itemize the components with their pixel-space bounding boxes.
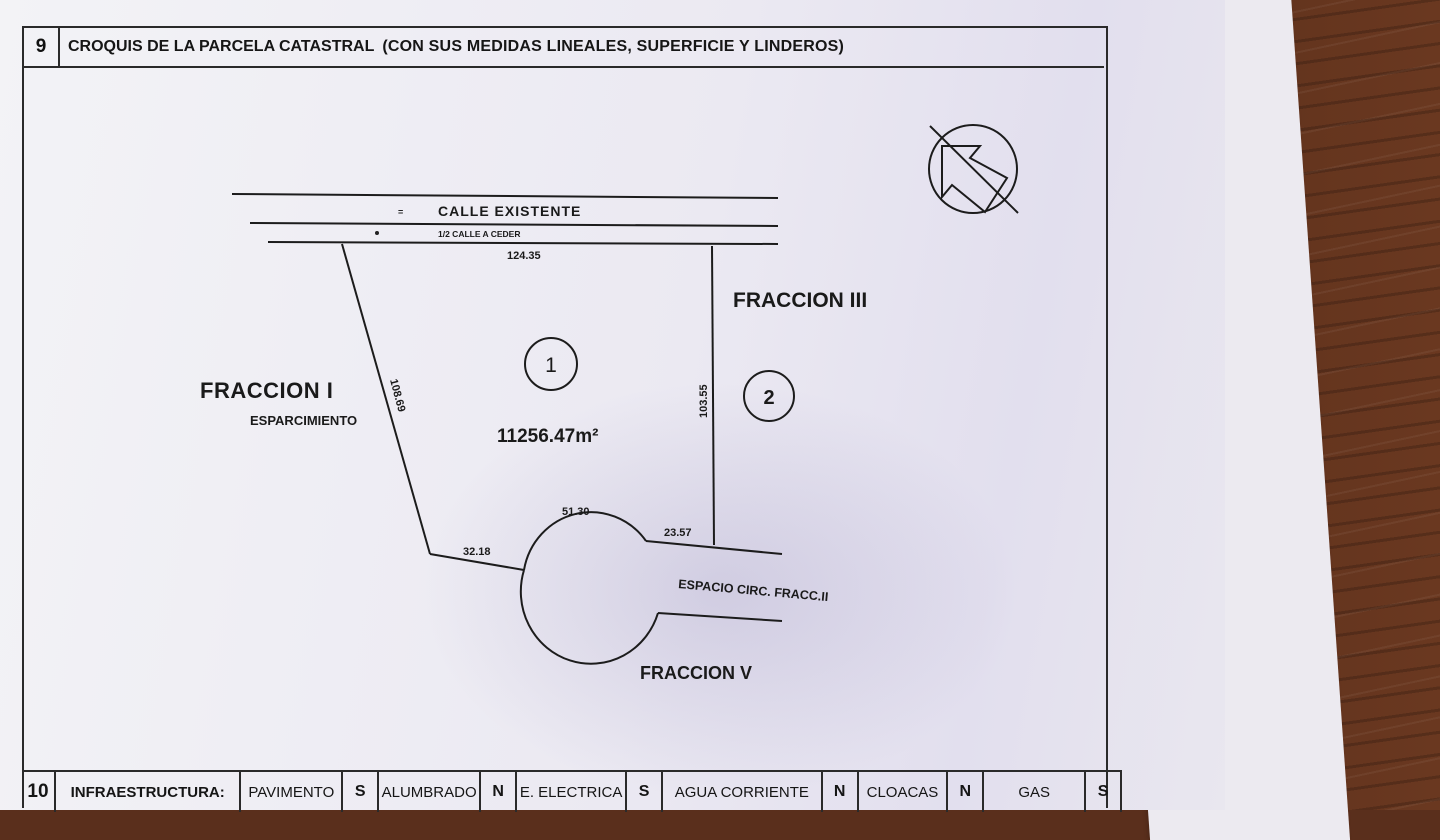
cul-de-sac-arc-lower: [519, 569, 659, 665]
esparcimiento-label: ESPARCIMIENTO: [250, 413, 357, 428]
alumbrado-label: ALUMBRADO: [379, 772, 482, 812]
left-bottom-length-label: 32.18: [463, 546, 491, 558]
section-frame: [22, 26, 1108, 808]
section-title: CROQUIS DE LA PARCELA CATASTRAL: [68, 38, 375, 55]
section-10-number: 10: [22, 772, 56, 812]
parcel-left-edge: [341, 243, 431, 555]
right-bottom-length-label: 23.57: [664, 527, 692, 539]
lot-2-label: 2: [763, 387, 774, 409]
lot-1-label: 1: [545, 354, 557, 377]
parcel-bottom-right-edge: [645, 540, 783, 555]
e-electrica-value: S: [627, 772, 664, 812]
gas-value: S: [1086, 772, 1122, 812]
right-length-label: 103.55: [698, 384, 710, 418]
arc-length-label: 51.30: [562, 506, 590, 518]
street-label: CALLE EXISTENTE: [438, 203, 581, 219]
section-9-header: 9 CROQUIS DE LA PARCELA CATASTRAL (CON S…: [24, 28, 1104, 68]
infraestructura-label: INFRAESTRUCTURA:: [56, 772, 242, 812]
agua-corriente-label: AGUA CORRIENTE: [663, 772, 823, 812]
section-10-infraestructura: 10 INFRAESTRUCTURA: PAVIMENTO S ALUMBRAD…: [22, 770, 1122, 812]
section-number: 9: [24, 28, 60, 66]
street-line-top: [231, 193, 779, 199]
street-line-bottom: [267, 241, 779, 245]
fraccion-iii-label: FRACCION III: [733, 289, 867, 312]
espacio-circ-label: ESPACIO CIRC. FRACC.II: [678, 577, 829, 604]
cloacas-value: N: [948, 772, 985, 812]
document-sheet: 9 CROQUIS DE LA PARCELA CATASTRAL (CON S…: [0, 0, 1225, 812]
agua-corriente-value: N: [823, 772, 859, 812]
cloacas-label: CLOACAS: [859, 772, 949, 812]
section-subtitle: (CON SUS MEDIDAS LINEALES, SUPERFICIE Y …: [382, 38, 845, 55]
fraccion-v-label: FRACCION V: [640, 663, 752, 683]
half-street-dot: [375, 231, 379, 235]
pavimento-value: S: [343, 772, 380, 812]
e-electrica-label: E. ELECTRICA: [517, 772, 628, 812]
fraccion-i-label: FRACCION I: [200, 378, 333, 403]
top-length-label: 124.35: [507, 250, 541, 262]
parcel-bottom-left-edge: [429, 553, 525, 571]
street-mark: =: [398, 207, 403, 217]
area-label: 11256.47m²: [497, 426, 598, 447]
cul-de-sac-arc-upper: [523, 511, 647, 571]
half-street-label: 1/2 CALLE A CEDER: [438, 229, 521, 239]
alumbrado-value: N: [481, 772, 518, 812]
left-length-label: 108.69: [387, 378, 407, 414]
street-line-mid: [249, 222, 779, 227]
cul-de-sac-lower-edge: [657, 612, 783, 622]
gas-label: GAS: [984, 772, 1087, 812]
pavimento-label: PAVIMENTO: [241, 772, 344, 812]
parcel-sketch: = CALLE EXISTENTE 1/2 CALLE A CEDER 124.…: [200, 124, 1019, 683]
lot-1-circle: [524, 337, 578, 391]
north-arrow-icon: [928, 124, 1019, 214]
parcel-right-edge: [711, 245, 715, 546]
lot-2-circle: [743, 370, 795, 422]
